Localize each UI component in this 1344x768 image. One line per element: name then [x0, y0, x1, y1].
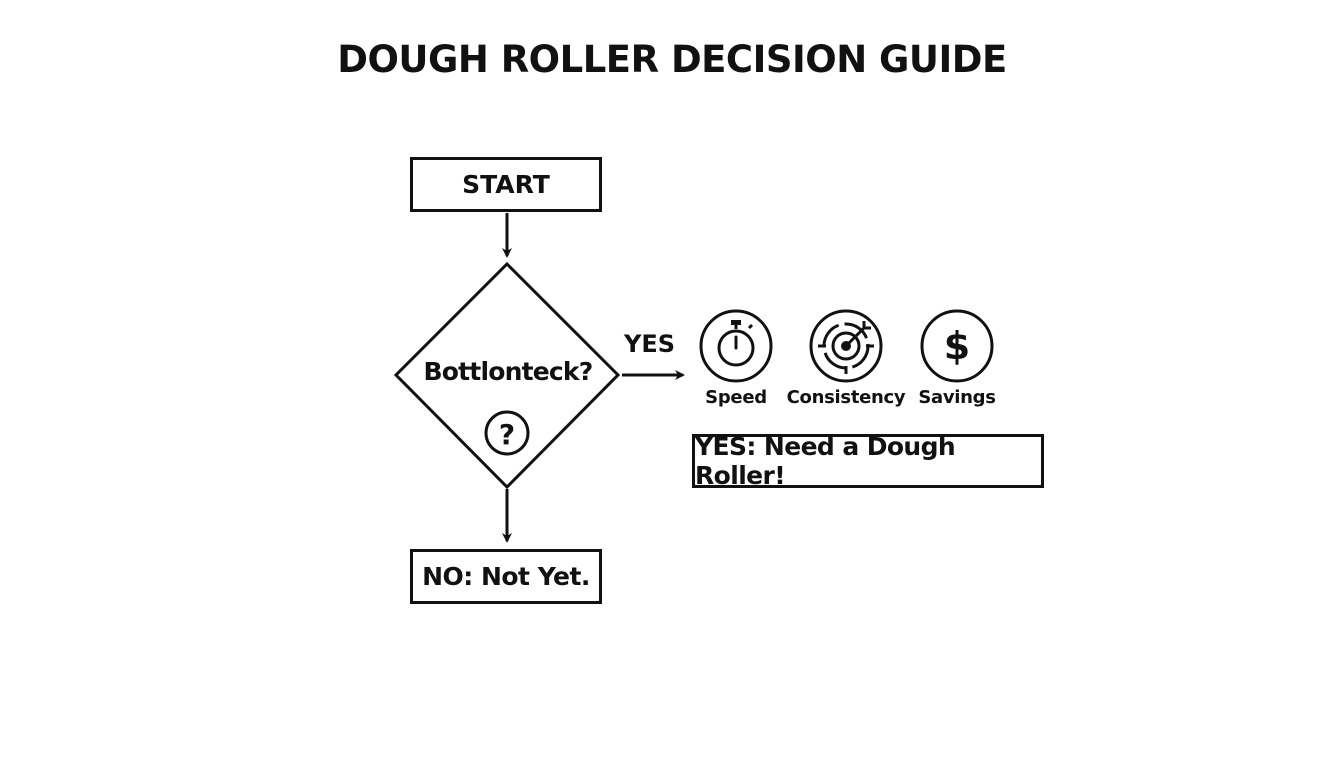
benefit-speed: Speed	[671, 308, 801, 408]
benefit-consistency: Consistency	[781, 308, 911, 408]
no-outcome-node: NO: Not Yet.	[410, 549, 602, 604]
benefit-label-consistency: Consistency	[786, 387, 906, 408]
decision-label: Bottlonteck?	[423, 357, 594, 386]
yes-edge-label: YES	[624, 330, 676, 358]
decision-diamond	[393, 261, 621, 490]
diagram-title: DOUGH ROLLER DECISION GUIDE	[337, 38, 1007, 81]
stopwatch-icon	[699, 309, 773, 383]
benefit-label-speed: Speed	[705, 387, 767, 408]
question-mark-text: ?	[499, 418, 515, 451]
start-node: START	[410, 157, 602, 212]
question-circle-icon: ?	[484, 410, 530, 456]
target-icon	[809, 309, 883, 383]
dollar-icon: $	[920, 309, 994, 383]
benefit-savings: $ Savings	[892, 308, 1022, 408]
yes-outcome-node: YES: Need a Dough Roller!	[692, 432, 1044, 490]
dollar-sign-text: $	[944, 324, 970, 368]
benefit-label-savings: Savings	[918, 387, 996, 408]
